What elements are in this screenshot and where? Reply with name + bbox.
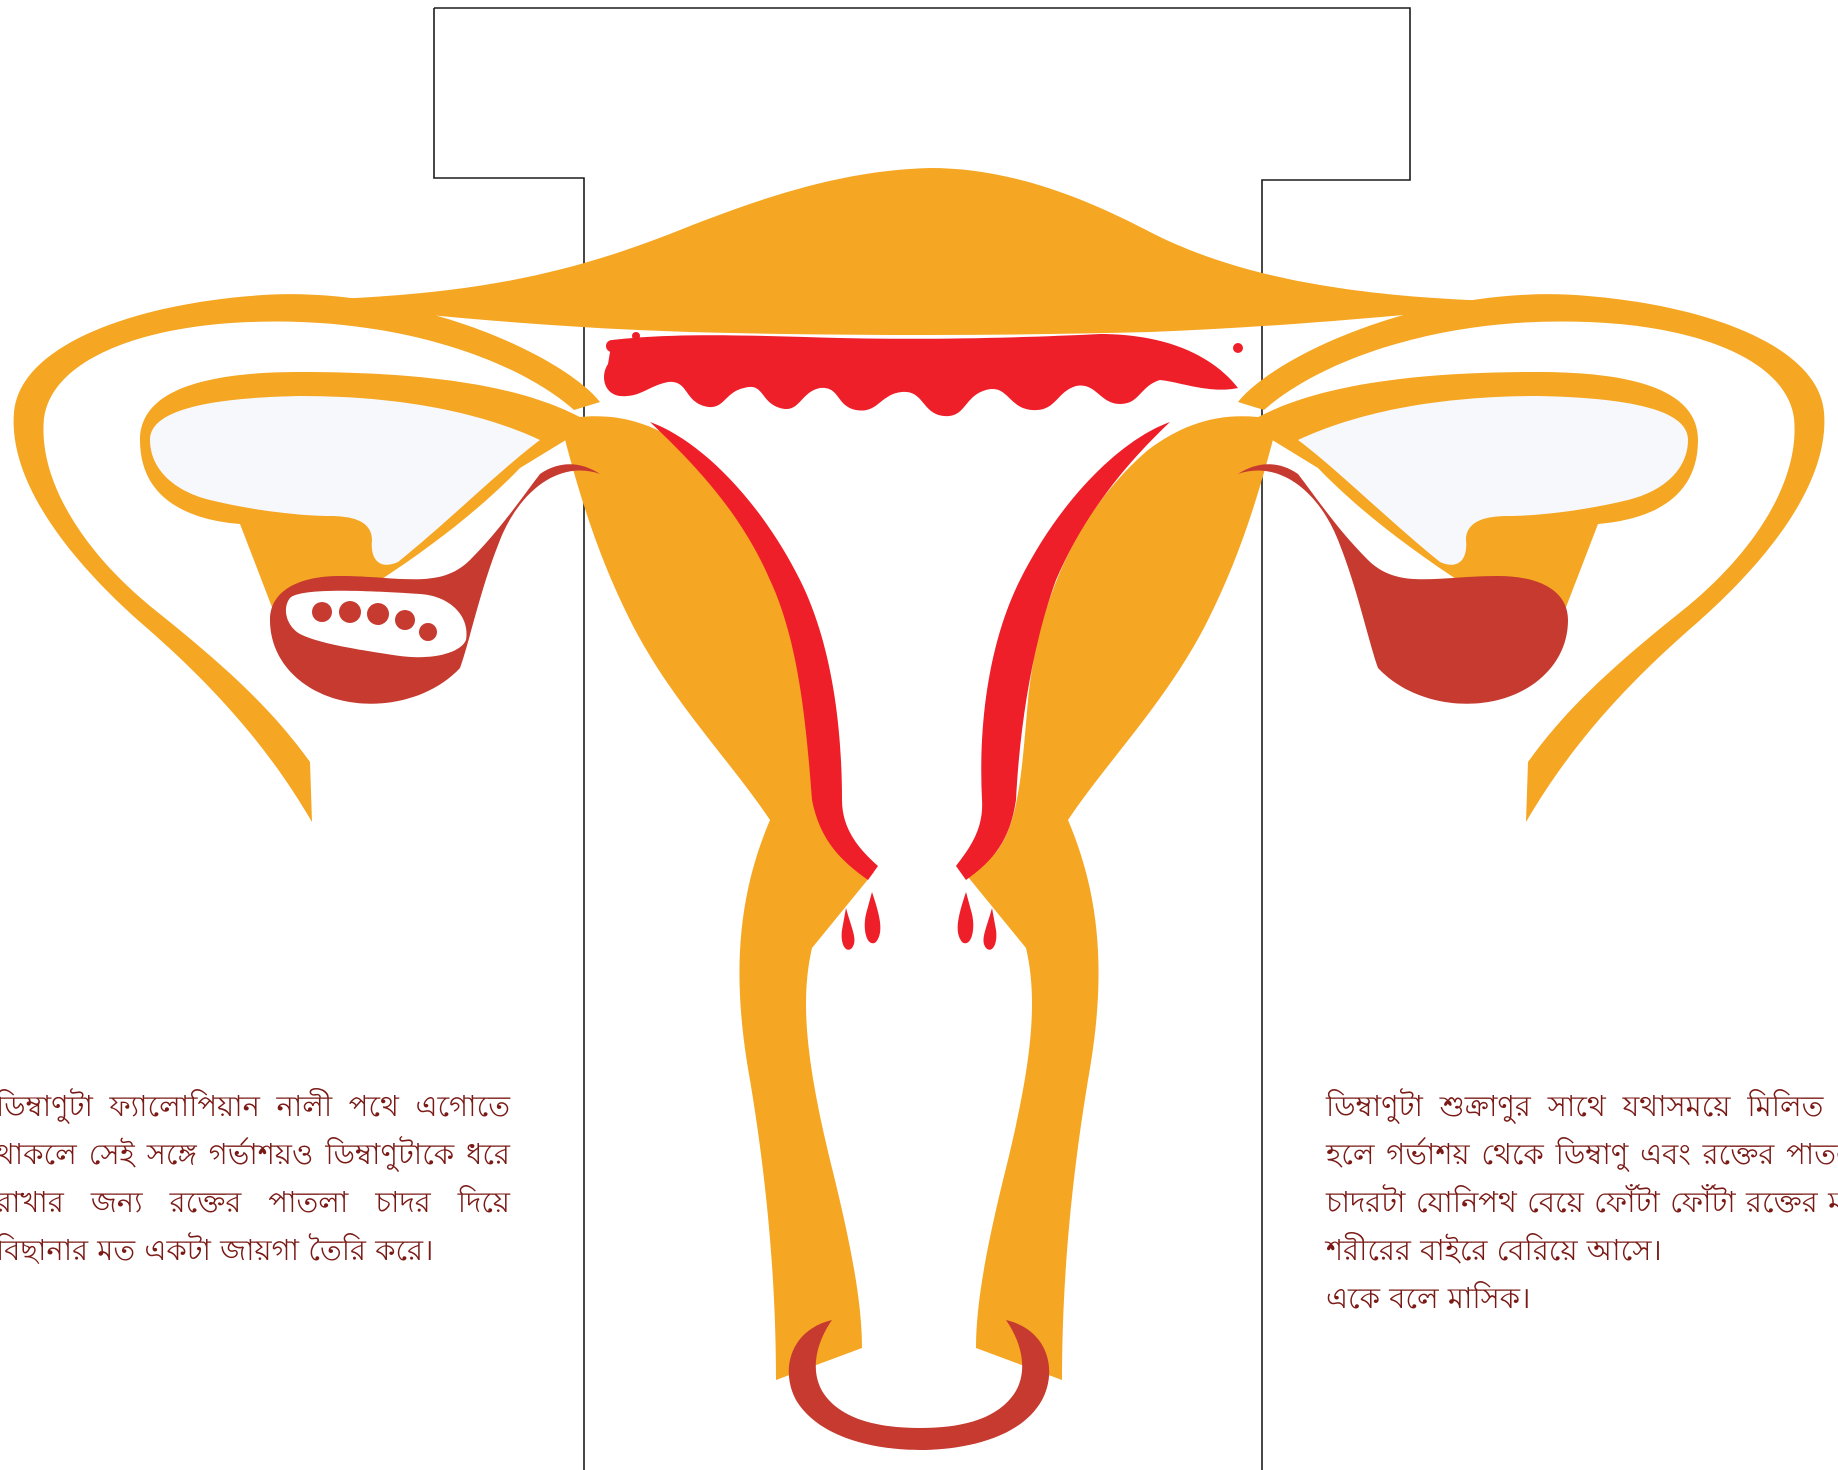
blood-speck [632, 332, 640, 340]
egg [312, 602, 332, 622]
blood-drop [865, 892, 881, 943]
left-caption: ডিম্বাণুটা ফ্যালোপিয়ান নালী পথে এগোতে থ… [0, 1082, 510, 1274]
blood-drop [842, 908, 855, 950]
uterus-right-wall [964, 416, 1278, 1380]
left-caption-text: ডিম্বাণুটা ফ্যালোপিয়ান নালী পথে এগোতে থ… [0, 1082, 510, 1274]
egg [339, 601, 361, 623]
blood-speck [1233, 343, 1243, 353]
egg [419, 623, 437, 641]
endometrium-shedding [604, 334, 1238, 416]
right-caption: ডিম্বাণুটা শুক্রাণুর সাথে যথাসময়ে মিলিত… [1326, 1082, 1838, 1322]
blood-speck [606, 340, 618, 352]
blood-drop [984, 908, 997, 950]
right-caption-last-line: একে বলে মাসিক। [1326, 1274, 1838, 1322]
blood-drop [958, 892, 974, 943]
uterus-left-wall [560, 416, 874, 1380]
egg [395, 610, 415, 630]
right-caption-text: ডিম্বাণুটা শুক্রাণুর সাথে যথাসময়ে মিলিত… [1326, 1082, 1838, 1274]
uterus-fundus [300, 168, 1540, 335]
egg [367, 603, 389, 625]
